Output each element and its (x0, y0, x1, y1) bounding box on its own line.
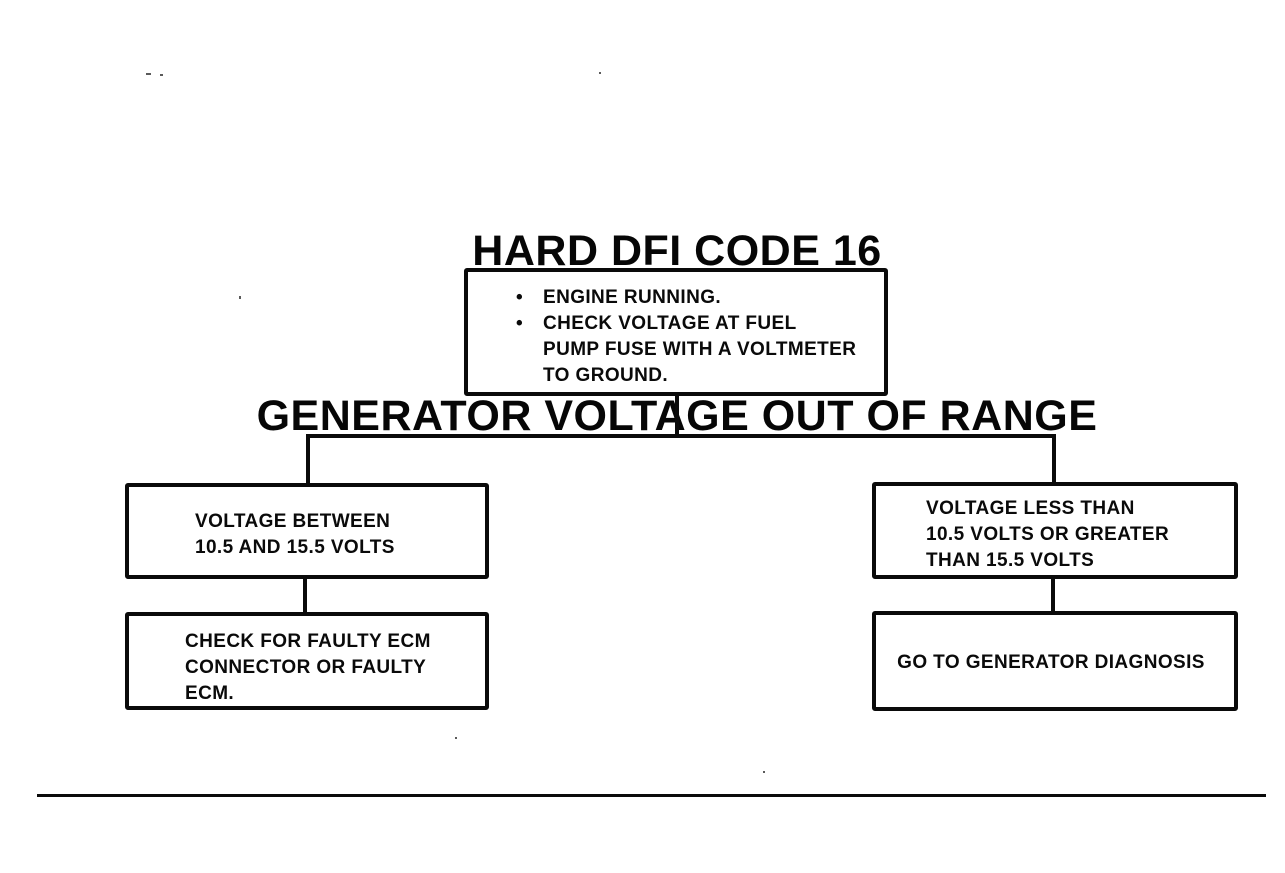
start-bullet-1-text: ENGINE RUNNING. (543, 287, 722, 308)
connector-left-drop (306, 434, 310, 486)
start-box-content: • ENGINE RUNNING. • CHECK VOLTAGE AT FUE… (468, 272, 884, 389)
bullet-icon: • (516, 313, 524, 334)
connector-start-stem (675, 394, 679, 436)
left-condition-box: VOLTAGE BETWEEN 10.5 AND 15.5 VOLTS (125, 483, 489, 579)
flowchart-start-box: • ENGINE RUNNING. • CHECK VOLTAGE AT FUE… (464, 268, 888, 396)
right-action-text: GO TO GENERATOR DIAGNOSIS (897, 652, 1205, 673)
start-bullet-2: • CHECK VOLTAGE AT FUEL PUMP FUSE WITH A… (516, 311, 870, 389)
scan-speck (146, 73, 151, 75)
page-title: HARD DFI CODE 16 GENERATOR VOLTAGE OUT O… (77, 114, 1277, 554)
scan-speck (763, 771, 765, 773)
right-action-box: GO TO GENERATOR DIAGNOSIS (872, 611, 1238, 711)
scan-speck (160, 74, 163, 76)
page-footer-rule (37, 794, 1266, 797)
connector-left-mid-drop (303, 577, 307, 615)
scan-speck (455, 737, 457, 739)
right-condition-box: VOLTAGE LESS THAN 10.5 VOLTS OR GREATER … (872, 482, 1238, 579)
bullet-icon: • (516, 287, 524, 308)
scan-speck (239, 296, 241, 299)
connector-right-drop (1052, 434, 1056, 485)
left-action-text: CHECK FOR FAULTY ECM CONNECTOR OR FAULTY… (185, 631, 431, 704)
connector-right-mid-drop (1051, 577, 1055, 614)
page-title-line1: HARD DFI CODE 16 (472, 227, 882, 275)
left-action-box: CHECK FOR FAULTY ECM CONNECTOR OR FAULTY… (125, 612, 489, 710)
left-condition-text: VOLTAGE BETWEEN 10.5 AND 15.5 VOLTS (195, 511, 395, 558)
start-bullet-2-text: CHECK VOLTAGE AT FUEL PUMP FUSE WITH A V… (543, 313, 857, 386)
start-bullet-1: • ENGINE RUNNING. (516, 285, 870, 311)
page-title-line2: GENERATOR VOLTAGE OUT OF RANGE (256, 392, 1098, 440)
right-condition-text: VOLTAGE LESS THAN 10.5 VOLTS OR GREATER … (926, 498, 1170, 571)
connector-branch-bar (306, 434, 1056, 438)
scan-speck (599, 72, 601, 74)
